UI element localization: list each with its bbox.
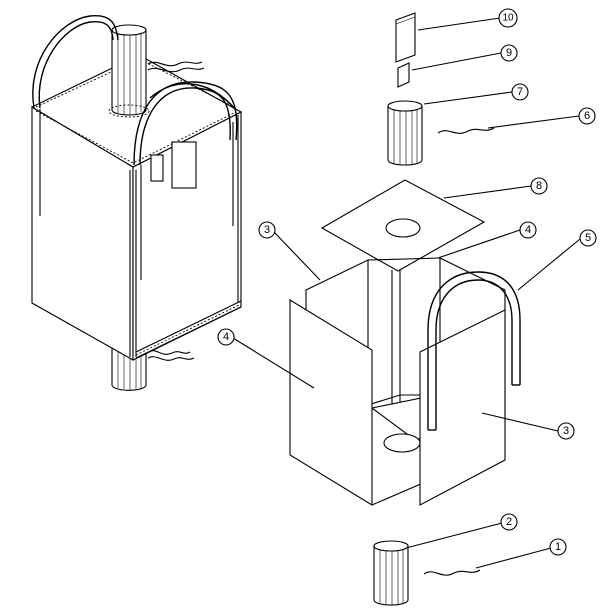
callout-5-label: 5 — [585, 232, 591, 244]
callout-6-label: 6 — [584, 110, 590, 122]
part-7-fill-spout — [387, 100, 423, 166]
callout-3a-label: 3 — [264, 224, 270, 236]
callout-4a: 4 — [217, 328, 235, 346]
callout-9: 9 — [500, 44, 518, 62]
callout-4a-label: 4 — [223, 331, 229, 343]
assembled-lifting-loops — [32, 15, 238, 166]
callout-9-label: 9 — [506, 47, 512, 59]
callout-1-label: 1 — [555, 541, 561, 553]
callout-3b: 3 — [557, 422, 575, 440]
callout-4b-label: 4 — [525, 224, 531, 236]
part-6-tie-string — [437, 127, 495, 134]
assembled-bulk-bag — [30, 15, 243, 391]
callout-10-label: 10 — [502, 13, 514, 24]
assembled-large-pouch — [171, 141, 197, 189]
callout-7-label: 7 — [517, 86, 523, 98]
callout-4b: 4 — [519, 221, 537, 239]
part-5-lifting-loop — [427, 271, 521, 431]
leader-lines — [232, 17, 581, 569]
callout-10: 10 — [498, 8, 518, 28]
callout-1: 1 — [549, 538, 567, 556]
callout-6: 6 — [578, 107, 596, 125]
callout-8: 8 — [530, 177, 548, 195]
callout-3b-label: 3 — [563, 425, 569, 437]
part-2-discharge-spout — [373, 540, 409, 606]
part-3-side-panel — [419, 309, 506, 506]
callout-8-label: 8 — [536, 180, 542, 192]
part-1-tie-string — [423, 569, 481, 576]
callout-5: 5 — [579, 229, 597, 247]
callouts: 1 2 3 3 4 4 5 6 — [217, 8, 597, 556]
part-9-label — [397, 62, 410, 88]
callout-2: 2 — [500, 513, 518, 531]
assembled-bag-body — [30, 54, 243, 361]
assembled-small-pouch — [150, 154, 164, 182]
callout-3a: 3 — [258, 221, 276, 239]
part-8-top-panel — [320, 179, 486, 272]
part-4-side-panel — [289, 299, 431, 506]
part-10-document-pouch — [395, 12, 416, 63]
callout-7: 7 — [511, 83, 529, 101]
callout-2-label: 2 — [506, 516, 512, 528]
assembled-fill-spout — [108, 24, 205, 118]
bottom-discharge-hole — [383, 433, 421, 453]
